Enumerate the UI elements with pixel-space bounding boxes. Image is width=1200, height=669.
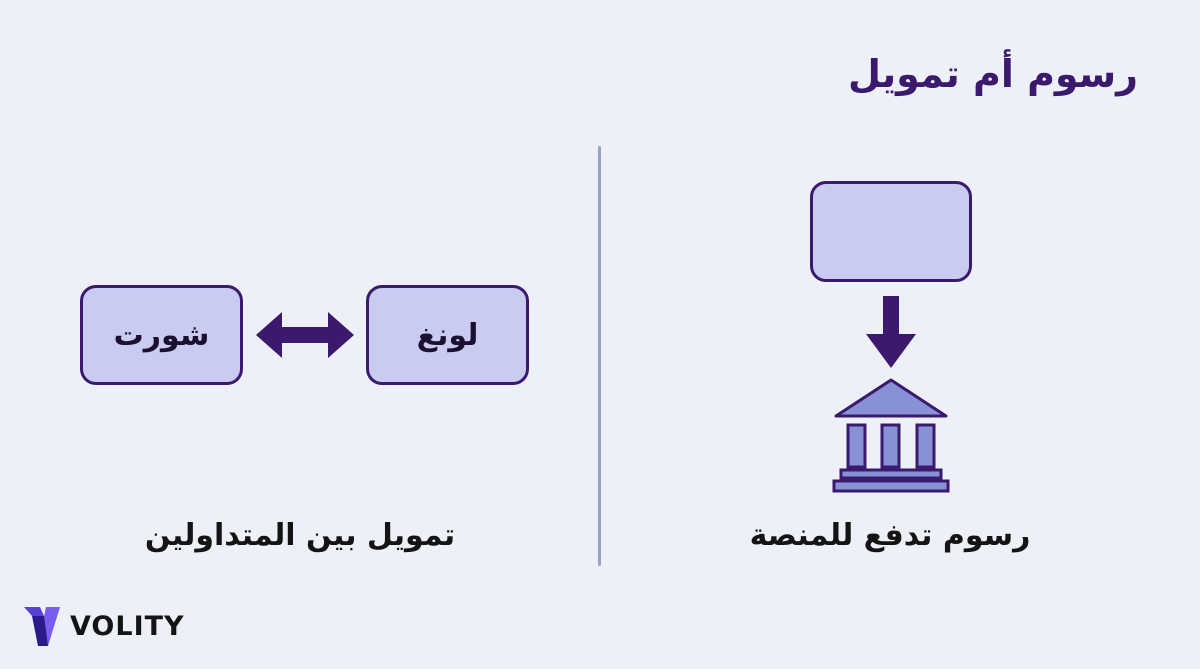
brand-logo: VOLITY: [22, 604, 185, 648]
long-box: لونغ: [366, 285, 529, 385]
short-box: شورت: [80, 285, 243, 385]
bank-icon: [832, 378, 950, 493]
diagram-title: رسوم أم تمويل: [847, 52, 1138, 96]
volity-logo-icon: [24, 607, 60, 646]
left-caption: تمويل بين المتداولين: [144, 518, 456, 553]
right-caption: رسوم تدفع للمنصة: [749, 518, 1031, 553]
brand-name: VOLITY: [70, 610, 185, 642]
arrow-down-icon: [866, 296, 916, 368]
panel-divider: [598, 146, 601, 566]
double-arrow-icon: [256, 312, 354, 358]
platform-box: [810, 181, 972, 282]
